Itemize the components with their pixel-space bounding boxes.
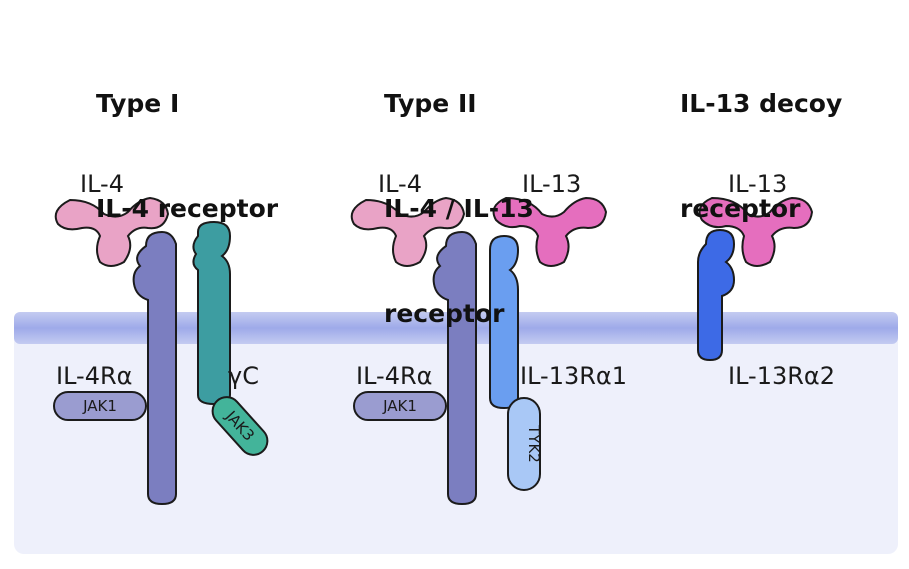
il4ra-chain <box>132 230 177 506</box>
il4-ligand-icon-type2 <box>350 196 466 267</box>
il13-ligand-icon-type2 <box>492 196 608 267</box>
il13ra2-chain <box>697 228 736 362</box>
gamma-c-chain <box>192 220 232 406</box>
il4-ligand-icon <box>54 196 170 267</box>
type2-il4-label: IL-4 <box>378 170 422 198</box>
type2-title: Type II IL-4 / IL-13 receptor <box>384 16 534 366</box>
type2-title-line2: IL-4 / IL-13 <box>384 194 534 223</box>
type1-title-line1: Type I <box>96 89 180 118</box>
il13-ligand-icon-decoy <box>698 196 814 267</box>
jak1-label: JAK1 <box>82 397 117 415</box>
type2-title-line3: receptor <box>384 299 505 328</box>
il4ra-chain-type2 <box>432 230 477 506</box>
jak1-kinase-type2 <box>353 391 447 421</box>
type1-title: Type I IL-4 receptor <box>96 16 278 261</box>
type2-title-line1: Type II <box>384 89 477 118</box>
decoy-title-line2: receptor <box>680 194 801 223</box>
decoy-title-line1: IL-13 decoy <box>680 89 843 118</box>
jak1-kinase <box>53 391 147 421</box>
il13ra1-chain <box>489 234 520 410</box>
type1-gammac-label: γC <box>228 362 259 390</box>
type2-il4ra-label: IL-4Rα <box>356 362 432 390</box>
jak1-label-type2: JAK1 <box>382 397 417 415</box>
tyk2-label: TYK2 <box>525 424 543 463</box>
type2-il13ra1-label: IL-13Rα1 <box>520 362 627 390</box>
tyk2-kinase <box>507 397 541 491</box>
decoy-il13ra2-label: IL-13Rα2 <box>728 362 835 390</box>
type1-il4ra-label: IL-4Rα <box>56 362 132 390</box>
type2-il13-label: IL-13 <box>522 170 581 198</box>
type1-ligand-label: IL-4 <box>80 170 124 198</box>
type1-title-line2: IL-4 receptor <box>96 194 279 223</box>
jak3-kinase <box>211 396 269 456</box>
decoy-il13-label: IL-13 <box>728 170 787 198</box>
decoy-title: IL-13 decoy receptor <box>680 16 842 261</box>
